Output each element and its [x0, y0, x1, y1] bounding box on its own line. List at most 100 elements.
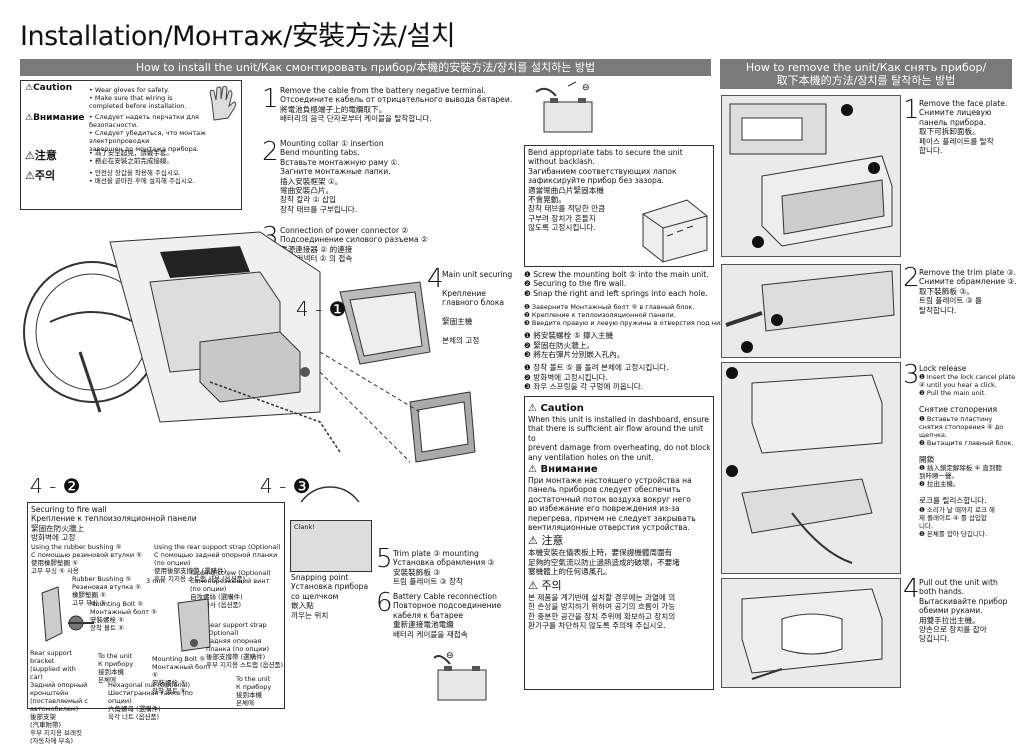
remove-step-3-line: ❷ 본체를 잡아 당깁니다. [919, 529, 987, 538]
securing-ru-line: ❶ Заверните Монтажный болт ⑤ в главный б… [524, 303, 695, 312]
caution2-en-line: When this unit is installed in dashboard… [528, 415, 709, 424]
remove-step-3-line: 到咔嚓一聲。 [919, 472, 958, 481]
remove-step-3-line: ❶ 소리가 날 때까지 로크 해 [919, 505, 995, 514]
firewall-left-line: 使用橡膠墊圈 ⑤ [31, 559, 78, 567]
step-4-2-label: 4 - ❷ [30, 474, 81, 498]
caution-en-line: • Wear gloves for safety. [89, 86, 170, 94]
ventilation-caution-box: ⚠ Caution When this unit is installed in… [524, 396, 714, 690]
caution2-ru-line: во избежание его повреждения из-за [528, 504, 680, 514]
rear-strap-line: 후부 지지용 스트랩 (옵션품) [206, 661, 284, 669]
step-3-line: Подсоединение силового разъема ② [280, 235, 428, 245]
remove-step-2-line: Remove the trim plate ③. [919, 268, 1016, 277]
rear-bracket-line: (汽車附帶) [30, 721, 62, 729]
remove-step-3-line: ❶ Вставьте пластину [919, 414, 993, 423]
securing-zh-line: ❷ 緊固在防火牆上。 [524, 340, 594, 350]
mounting-bolt2-line: 安裝螺栓 ⑤ [152, 679, 186, 687]
remove-step-3-line: 니다. [919, 521, 934, 530]
caution-en-line: • Make sure that wiring is [89, 94, 173, 102]
snapping-line: Snapping point [291, 573, 349, 582]
caution-ru-line: • Следует убедиться, что монтаж электроп… [89, 129, 207, 145]
securing-zh-line: ❶ 將安裝螺栓 ⑤ 擰入主機 [524, 331, 614, 341]
step-4-line [442, 326, 522, 335]
remove-step-1-line: 取下可拆卸面板。 [919, 127, 980, 137]
mounting-bolt-line: Mounting Bolt ⑤ [90, 600, 144, 608]
pull-out-illustration [721, 578, 901, 688]
step-5-line: Trim plate ③ mounting [393, 549, 479, 558]
caution-ko-line: • 배선을 끝마친 후에 설치해 주십시오. [89, 177, 195, 185]
clank-inset: Clank! [290, 520, 372, 572]
step-2-text: Mounting collar ① insertion Bend mountin… [280, 139, 480, 214]
step-2-line: Bend mounting tabs. [280, 148, 360, 158]
firewall-title-line: 방화벽에 고정 [31, 533, 76, 543]
securing-ru-line: ❷ Крепление к теплоизоляционной панели. [524, 311, 676, 320]
remove-face-plate-illustration [721, 95, 901, 257]
caution-ko-line: • 안전상 장갑을 착용해 주십시오. [89, 169, 181, 177]
rubber-bushing-line: 고무 부싱 ⑤ [72, 599, 106, 607]
remove-step-2-line: Снимите обрамление ③. [919, 277, 1017, 287]
mounting-bolt2-line: Монтажный болт ⑤ [152, 663, 212, 679]
firewall-title-line: Securing to fire wall [31, 505, 107, 514]
firewall-left-line: С помощью резиновой втулки ⑤ [31, 551, 142, 559]
step-1-text: Remove the cable from the battery negati… [280, 86, 520, 124]
rubber-bushing-line: Rubber Bushing ⑤ [72, 575, 132, 583]
rear-strap-line: Задняя опорная планка (по опции) [206, 637, 270, 653]
svg-text:⊖: ⊖ [446, 651, 454, 661]
to-unit-line: 接到本機 [98, 668, 124, 676]
caution2-zh-line: 本機安裝在儀表板上時，要保證機體周圍有 [528, 548, 673, 558]
step-6-text: Battery Cable reconnection Повторное под… [393, 592, 523, 639]
step-2-line: Загните монтажные лапки. [280, 167, 391, 177]
step-4-line: главного блока [442, 298, 505, 308]
tapping-screw-line: 自攻螺絲 (選購件) [190, 593, 243, 601]
hex-nut-line: 六角螺母 (選購件) [108, 705, 161, 713]
remove-step-3-line: Lock release [919, 364, 967, 373]
caution-label-ko: ⚠주의 [25, 169, 56, 182]
to-unit2-line: 본체에 [236, 699, 254, 707]
tapping-screw-line: Tapping screw (Optional) [190, 569, 271, 577]
remove-step-2-number: 2 [903, 263, 920, 293]
remove-step-4-line: both hands. [919, 587, 965, 597]
rubber-bushing-line: Резиновая втулка ⑤ [72, 583, 142, 591]
install-header: How to install the unit/Как смонтировать… [20, 59, 711, 76]
to-unit-line: To the unit [98, 652, 133, 660]
to-unit2-line: 接到本機 [236, 691, 262, 699]
mounting-bolt2-line: 장착 볼트 ⑤ [152, 687, 186, 695]
remove-step-3-line: 開鎖 [919, 454, 935, 464]
step-1-line: 將電池負極端子上的電纜取下。 [280, 104, 387, 114]
step-2-line: 插入安裝框架 ①。 [280, 176, 343, 186]
step-2-line: 장착 칼라 ① 삽입 [280, 195, 336, 205]
remove-step-2-line: 트림 플레이트 ③ 를 [919, 296, 982, 306]
step-2-line: 장착 태브를 구부립니다. [280, 204, 358, 214]
tabs-line: Bend appropriate tabs to secure the unit [528, 148, 683, 157]
caution2-en-line: prevent damage from overheating, do not … [528, 443, 711, 453]
remove-trim-plate-illustration [721, 264, 901, 358]
remove-step-3-line: 로크를 릴리스합니다. [919, 496, 987, 506]
caution2-ko-line: 한 충분한 공간을 장치 주위에 확보하고 장치의 [528, 611, 676, 621]
step-4-line: 본체의 고정 [442, 335, 480, 345]
step-6-line: 배터리 케이블을 재접속 [393, 629, 468, 639]
step-4-line [442, 308, 522, 317]
remove-step-3-line: щелчка. [919, 430, 948, 439]
firewall-title-line: Крепление к теплоизоляционной панели [31, 514, 197, 524]
remove-step-1-line: 합니다. [919, 146, 943, 156]
securing-ko-line: ❸ 좌우 스프링을 각 구멍에 끼웁니다. [524, 382, 644, 392]
tabs-line: 不會晃動。 [528, 195, 566, 205]
snapping-line: 끼우는 위치 [291, 610, 329, 620]
tabs-line: 구부려 장치가 흔들지 [528, 213, 596, 223]
remove-step-3-line: ❶ 插入鎖定解除板 ④ 直到聽 [919, 464, 1002, 473]
step-4-line: Main unit securing [442, 270, 513, 279]
step-5-line: 安裝裝飾板 ③ [393, 567, 441, 577]
remove-step-1-number: 1 [903, 95, 920, 125]
firewall-left-line: Using the rubber bushing ⑤ [31, 543, 122, 551]
step-4-number: 4 [427, 264, 444, 294]
remove-step-2-text: Remove the trim plate ③. Снимите обрамле… [919, 268, 1017, 315]
remove-step-3-line: ❷ Вытащите главный блок. [919, 438, 1014, 447]
caution2-ru-line: вентиляционные отверстия устройства. [528, 523, 690, 533]
step-4-3-label: 4 - ❸ [260, 474, 311, 498]
hex-nut-line: Шестигранная гайка (по опции) [108, 689, 193, 705]
rear-bracket-line: (supplied with car) [30, 665, 76, 681]
step-6-line: кабеля к батарее [393, 610, 464, 620]
rubber-bushing-line: 橡膠墊圈 ⑤ [72, 591, 106, 599]
mounting-bolt2-line: Mounting Bolt ⑤ [152, 655, 206, 663]
clank-label: Clank! [294, 523, 315, 531]
caution2-ko-title: ⚠ 주의 [528, 578, 562, 592]
